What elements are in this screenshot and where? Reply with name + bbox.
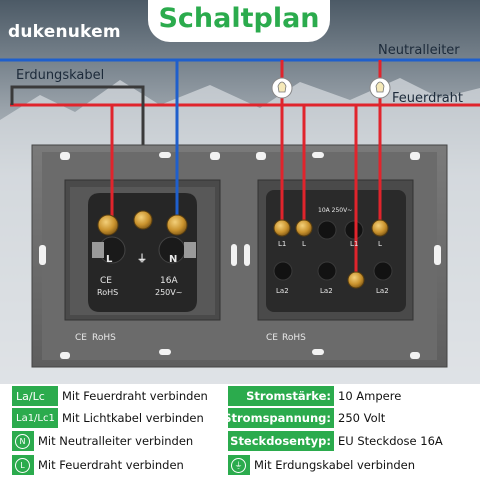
neutral-symbol-icon: N [15, 433, 30, 449]
socket-frame-rohs: RoHS [92, 333, 116, 343]
spec-value: 10 Ampere [334, 386, 464, 406]
socket-voltage-mark: 250V~ [155, 288, 182, 297]
socket-rohs-mark: RoHS [97, 288, 118, 297]
page-title: Schaltplan [158, 3, 320, 34]
neutral-symbol-badge: N [12, 431, 34, 451]
legend-text: Mit Feuerdraht verbinden [58, 386, 218, 406]
socket-terminal-label: ⏚ [137, 253, 147, 265]
switch-frame-ce: CE [266, 333, 278, 343]
spec-label: Stromstärke: [228, 386, 334, 406]
socket-tab-left [92, 242, 104, 258]
spec-label: Steckdosentyp: [228, 431, 334, 451]
legend-row: La/Lc Mit Feuerdraht verbinden [12, 386, 218, 406]
legend-row: N Mit Neutralleiter verbinden [12, 431, 218, 451]
spec-row: Stromspannung: 250 Volt [223, 408, 464, 428]
title-background [148, 0, 330, 42]
switch-terminal-holes [273, 220, 393, 281]
socket-terminal-label: N [169, 254, 177, 265]
spec-row: Stromstärke: 10 Ampere [228, 386, 464, 406]
plate-holes [39, 152, 441, 359]
spec-value: 250 Volt [334, 408, 464, 428]
legend-code: La1/Lc1 [12, 408, 58, 428]
live-wire-label: Feuerdraht [392, 91, 464, 106]
legend-code: La/Lc [12, 386, 58, 406]
spec-label: Stromspannung: [223, 408, 334, 428]
legend-text: Mit Lichtkabel verbinden [58, 408, 218, 428]
earth-wire-label: Erdungskabel [16, 68, 105, 83]
switch-frame-rohs: RoHS [282, 333, 306, 343]
earth-symbol-badge: ⏚ [228, 455, 250, 475]
switch-terminal-label: L [378, 240, 382, 248]
lamp-2 [369, 77, 391, 99]
switch-bottom-label: La2 [376, 287, 389, 295]
spec-row: ⏚ Mit Erdungskabel verbinden [228, 455, 464, 475]
legend-text: Mit Neutralleiter verbinden [34, 431, 218, 451]
switch-terminal-label: L [302, 240, 306, 248]
switch-mid-terminal-label: L1 [350, 240, 358, 248]
legend-row: L Mit Feuerdraht verbinden [12, 455, 218, 475]
legend-text: Mit Feuerdraht verbinden [34, 455, 218, 475]
live-symbol-icon: L [15, 457, 30, 473]
switch-bottom-label: La2 [320, 287, 333, 295]
socket-terminal-label: L [106, 254, 113, 265]
switch-terminal-label: L1 [278, 240, 286, 248]
spec-value: EU Steckdose 16A [334, 431, 464, 451]
lamp-1 [271, 77, 293, 99]
socket-ce-mark: CE [100, 276, 112, 286]
socket-screws [97, 210, 188, 236]
live-symbol-badge: L [12, 455, 34, 475]
neutral-wire-label: Neutralleiter [378, 43, 460, 58]
switch-rating-mark: 10A 250V~ [318, 207, 352, 214]
switch-bottom-label: La2 [276, 287, 289, 295]
brand-watermark: dukenukem [8, 22, 121, 42]
socket-frame-ce: CE [75, 333, 87, 343]
spec-row: Steckdosentyp: EU Steckdose 16A [228, 431, 464, 451]
earth-symbol-icon: ⏚ [231, 457, 246, 473]
socket-current-mark: 16A [160, 276, 178, 286]
switch-screws [273, 219, 389, 289]
socket-tab-right [184, 242, 196, 258]
spec-value: Mit Erdungskabel verbinden [250, 455, 464, 475]
legend-row: La1/Lc1 Mit Lichtkabel verbinden [12, 408, 218, 428]
